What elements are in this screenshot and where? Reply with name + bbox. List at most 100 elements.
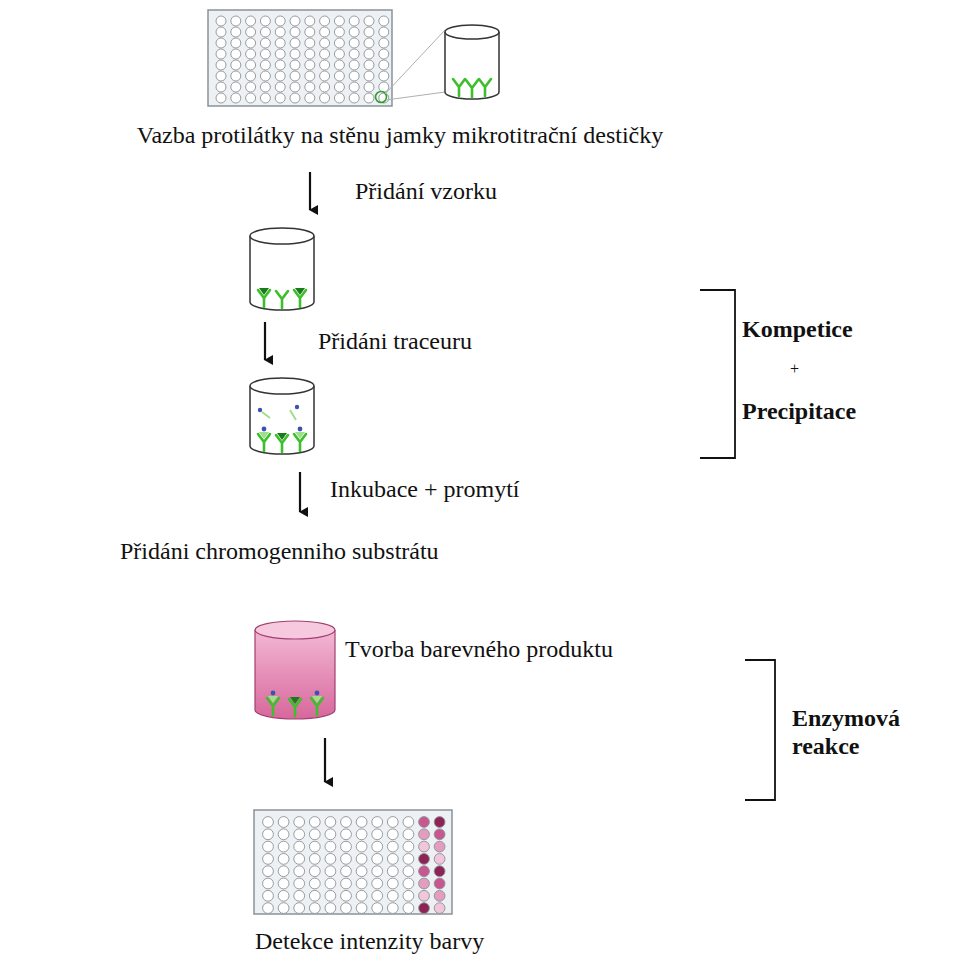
plate-well: [372, 866, 383, 877]
plate-well: [403, 829, 414, 840]
plate-well: [387, 829, 398, 840]
plate-well: [419, 817, 430, 828]
plate-well: [387, 866, 398, 877]
plate-well: [278, 890, 289, 901]
plate-well: [325, 890, 336, 901]
plate-well: [275, 60, 285, 70]
plate-well: [334, 93, 344, 103]
plate-well: [419, 841, 430, 852]
plate-well: [309, 903, 320, 914]
plate-well: [260, 49, 270, 59]
plate-well: [372, 890, 383, 901]
plate-well: [246, 93, 256, 103]
plate-well: [334, 16, 344, 26]
plate-well: [309, 829, 320, 840]
zoom-line: [385, 30, 445, 94]
plate-well: [275, 38, 285, 48]
plate-well: [419, 829, 430, 840]
plate-well: [379, 27, 389, 37]
plate-well: [364, 27, 374, 37]
plate-well: [403, 854, 414, 865]
plate-well: [334, 49, 344, 59]
plate-well: [260, 27, 270, 37]
plate-well: [231, 27, 241, 37]
plate-well: [320, 49, 330, 59]
plate-well: [260, 60, 270, 70]
plate-well: [379, 71, 389, 81]
plate-well: [364, 49, 374, 59]
plate-well: [325, 878, 336, 889]
plate-well: [294, 890, 305, 901]
plate-well: [260, 38, 270, 48]
plate-well: [216, 82, 226, 92]
plate-well: [275, 16, 285, 26]
plate-well: [356, 841, 367, 852]
plate-well: [364, 71, 374, 81]
plate-well: [334, 38, 344, 48]
plate-well: [309, 866, 320, 877]
plate-well: [263, 854, 274, 865]
plate-well: [387, 817, 398, 828]
step-arrow: [324, 738, 326, 782]
plate-well: [231, 49, 241, 59]
well: [255, 621, 335, 719]
plate-well: [419, 890, 430, 901]
plate-well: [305, 82, 315, 92]
phase-label: Kompetice: [742, 316, 853, 344]
plate-well: [246, 16, 256, 26]
plate-well: [320, 27, 330, 37]
plate-well: [325, 903, 336, 914]
plate-well: [260, 16, 270, 26]
plate-well: [419, 903, 430, 914]
well: [445, 25, 499, 99]
plate-well: [387, 854, 398, 865]
plate-well: [290, 16, 300, 26]
plate-well: [246, 82, 256, 92]
plate-well: [372, 817, 383, 828]
plate-well: [320, 93, 330, 103]
plate-well: [294, 817, 305, 828]
plate-well: [419, 878, 430, 889]
plate-well: [216, 38, 226, 48]
plate-well: [419, 854, 430, 865]
plate-well: [364, 16, 374, 26]
plate-well: [294, 878, 305, 889]
plate-well: [403, 903, 414, 914]
zoom-line: [386, 92, 445, 100]
plate-well: [372, 829, 383, 840]
plate-well: [341, 817, 352, 828]
plate-well: [294, 829, 305, 840]
plate-well: [403, 890, 414, 901]
plate-well: [275, 93, 285, 103]
plate-well: [290, 60, 300, 70]
step-label: Inkubace + promytí: [330, 476, 519, 504]
plate-well: [387, 841, 398, 852]
plate-well: [349, 71, 359, 81]
plate-well: [216, 16, 226, 26]
plate-well: [349, 16, 359, 26]
step-caption: Detekce intenzity barvy: [255, 928, 484, 956]
plate-well: [231, 82, 241, 92]
plate-well: [325, 866, 336, 877]
plate-well: [364, 60, 374, 70]
step-label: Přidáni traceuru: [318, 328, 472, 356]
plate-well: [216, 27, 226, 37]
plate-well: [309, 854, 320, 865]
well: [250, 378, 314, 454]
plate-well: [263, 878, 274, 889]
phase-label: Precipitace: [742, 398, 856, 426]
plate-well: [309, 878, 320, 889]
plate-well: [356, 829, 367, 840]
step-caption: Přidáni chromogenniho substrátu: [120, 538, 439, 566]
plate-well: [263, 890, 274, 901]
plate-well: [320, 82, 330, 92]
plate-well: [334, 27, 344, 37]
plate-well: [290, 27, 300, 37]
plate-well: [364, 82, 374, 92]
plate-well: [364, 93, 374, 103]
plate-well: [216, 71, 226, 81]
plate-well: [349, 93, 359, 103]
plate-well: [341, 878, 352, 889]
step-arrow: [264, 322, 266, 360]
plate-well: [278, 878, 289, 889]
